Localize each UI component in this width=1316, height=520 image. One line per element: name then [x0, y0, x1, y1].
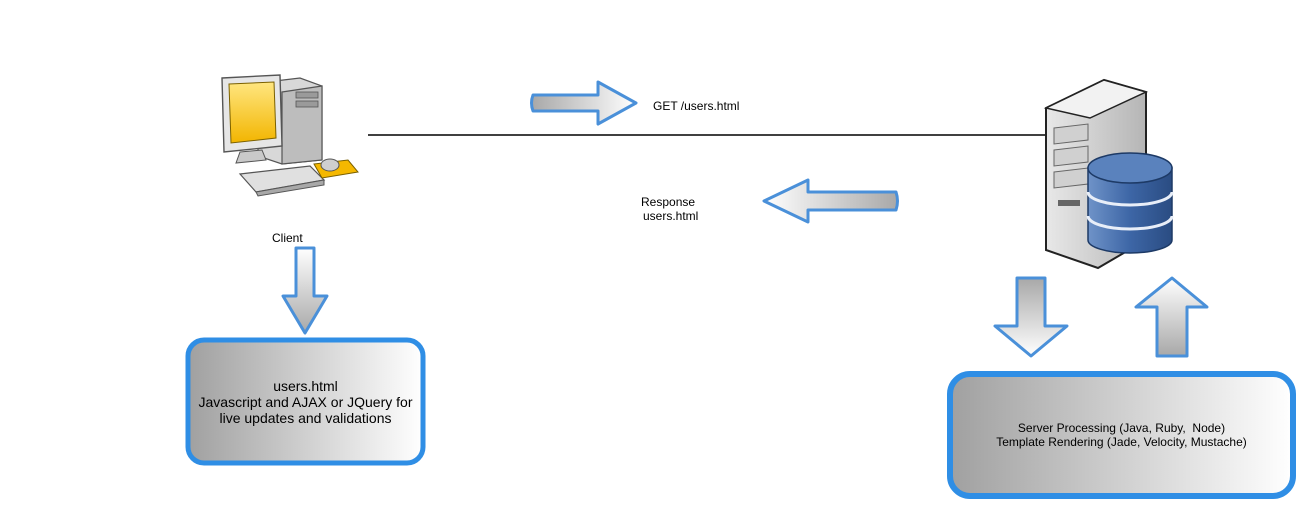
- desktop-computer-icon: [221, 74, 359, 197]
- server-down-arrow: [993, 276, 1069, 358]
- client-box: [185, 337, 426, 466]
- client-box-text: users.html Javascript and AJAX or JQuery…: [188, 378, 423, 426]
- client-label: Client: [272, 231, 303, 245]
- response-arrow-left: [762, 178, 899, 224]
- response-label-line2: users.html: [643, 209, 699, 223]
- client-box-line3: live updates and validations: [219, 410, 392, 426]
- server-box-line2: Template Rendering (Jade, Velocity, Must…: [996, 435, 1247, 449]
- client-box-line1: users.html: [273, 378, 338, 394]
- server-up-arrow: [1134, 276, 1209, 358]
- response-label: Response users.html: [641, 195, 698, 223]
- server-database-icon: [1043, 78, 1174, 270]
- request-arrow-right: [530, 80, 638, 126]
- server-box-text: Server Processing (Java, Ruby, Node) Tem…: [950, 421, 1293, 449]
- client-down-arrow: [281, 246, 329, 335]
- client-box-line2: Javascript and AJAX or JQuery for: [198, 394, 413, 410]
- server-box-line1: Server Processing (Java, Ruby, Node): [1017, 421, 1226, 435]
- response-label-line1: Response: [641, 195, 696, 209]
- server-box: [947, 371, 1296, 499]
- request-label: GET /users.html: [653, 99, 740, 113]
